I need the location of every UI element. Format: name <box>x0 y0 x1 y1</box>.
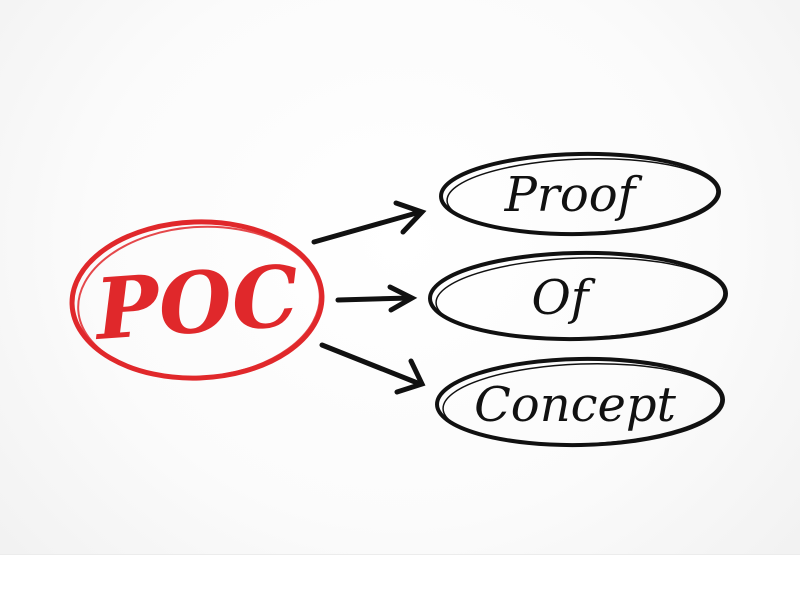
word-ellipse <box>435 356 725 448</box>
word-text: Concept <box>474 377 677 433</box>
word-bubble-of: Of <box>428 250 728 342</box>
word-bubble-proof: Proof <box>439 151 721 237</box>
arrow-to-of <box>335 284 418 313</box>
word-bubble-concept: Concept <box>435 356 725 448</box>
acronym-text: POC <box>90 246 302 359</box>
arrow-to-concept <box>319 342 426 395</box>
word-ellipse-overstroke <box>446 157 718 235</box>
word-ellipse-overstroke <box>435 256 725 340</box>
word-ellipse <box>439 151 721 237</box>
arrow-to-proof <box>311 200 427 245</box>
word-ellipse <box>428 250 728 342</box>
footer-strip <box>0 554 800 605</box>
acronym-bubble: POC <box>69 219 325 381</box>
word-text: Of <box>531 270 595 326</box>
word-text: Proof <box>504 167 643 223</box>
word-ellipse-overstroke <box>442 362 722 446</box>
acronym-ellipse-overstroke <box>77 225 321 379</box>
